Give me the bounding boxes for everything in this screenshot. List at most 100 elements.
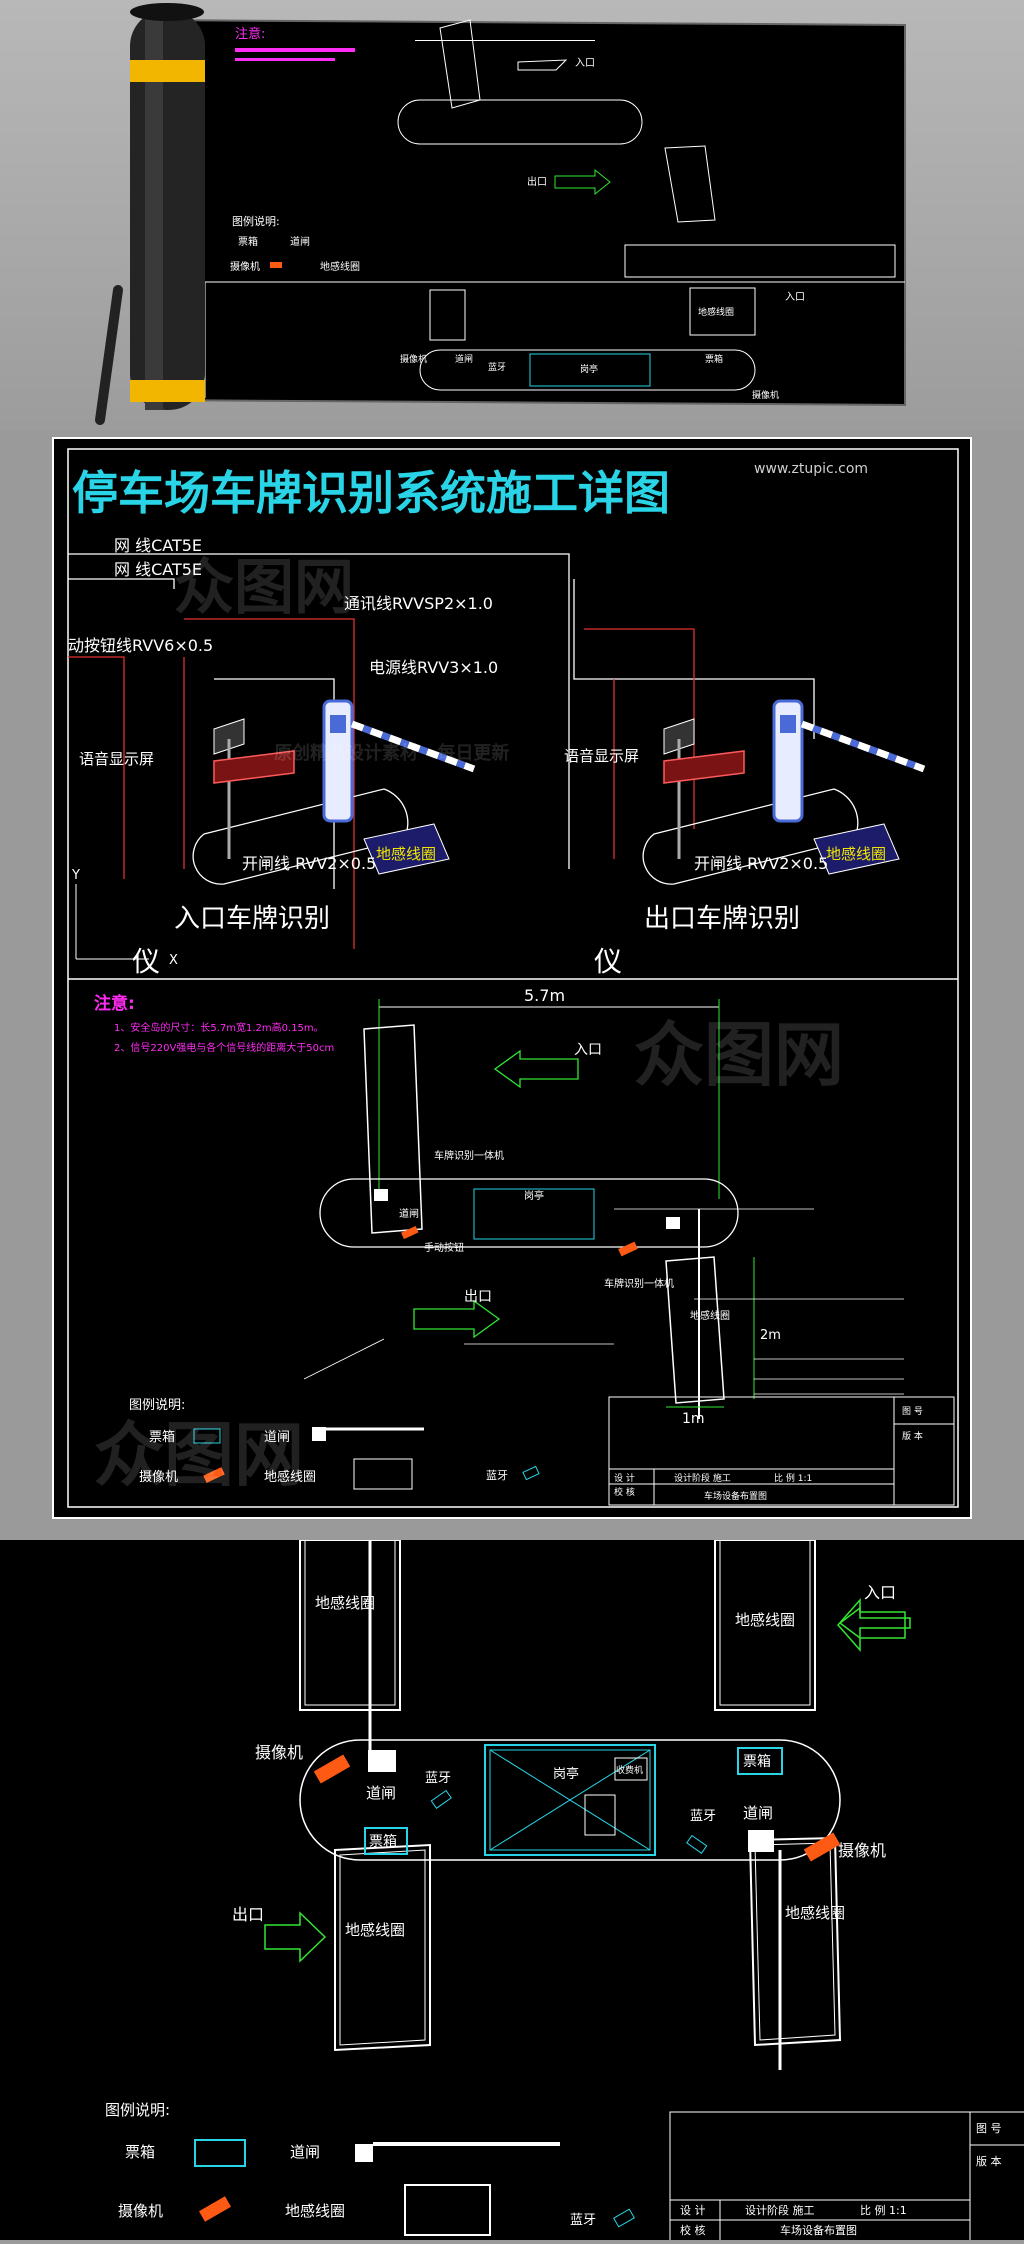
preview-title-block <box>624 244 896 278</box>
gate-right-label: 道闸 <box>743 1804 773 1822</box>
plan-gate-symbol <box>374 1189 388 1201</box>
entry-display-screen <box>213 750 295 784</box>
plan-booth <box>473 1188 595 1240</box>
bottom-plan-svg: 地感线圈 地感线圈 地感线圈 地感线圈 岗亭 收费机 道闸 道闸 票箱 票箱 <box>105 1539 1024 2240</box>
cable-net-1: 网 线CAT5E <box>114 536 202 555</box>
axis-x-label: X <box>169 953 178 968</box>
booth-cross-2 <box>489 1749 651 1851</box>
desk-label: 收费机 <box>616 1764 643 1776</box>
entry-island <box>192 788 409 885</box>
btb-scale: 比 例 1:1 <box>860 2203 907 2217</box>
loop-top-right-inner <box>719 1539 811 1706</box>
legend-bt-symbol <box>613 2208 635 2228</box>
entry-arrow <box>838 1606 911 1640</box>
entry-unit <box>192 699 476 885</box>
entry-system-label: 入口车牌识别 <box>174 904 330 934</box>
preview-roll-cap <box>130 3 204 21</box>
preview-exit-arrow <box>554 168 611 196</box>
preview-bt: 蓝牙 <box>488 361 506 373</box>
plan-loop-lower <box>665 1256 725 1404</box>
cable-button: 动按钮线RVV6×0.5 <box>68 636 213 655</box>
plan-dim-side: 2m <box>760 1328 781 1343</box>
loop-bottom-left <box>334 1843 431 2052</box>
exit-camera-box <box>663 718 695 755</box>
preview-island <box>397 99 643 145</box>
plan-callout-lines <box>303 1208 904 1395</box>
plan-camera-1 <box>401 1225 419 1240</box>
tb-stage: 设计阶段 施工 <box>674 1472 731 1484</box>
plan-lpr-1: 车牌识别一体机 <box>434 1149 504 1162</box>
plan-legend-loop-symbol <box>353 1458 413 1490</box>
plan-title-block <box>608 1396 955 1506</box>
plan-note-1: 1、安全岛的尺寸：长5.7m宽1.2m高0.15m。 <box>114 1021 324 1034</box>
main-inner-frame <box>67 448 959 1508</box>
preview-sheet <box>149 18 906 407</box>
preview-booth <box>529 353 651 387</box>
plan-legend-bt: 蓝牙 <box>486 1469 508 1482</box>
bottom-island <box>299 1739 841 1861</box>
exit-gate-cable: 开闸线 RVV2×0.5 <box>694 854 828 873</box>
plan-booth-label: 岗亭 <box>524 1189 544 1202</box>
bottom-plan-panel: 地感线圈 地感线圈 地感线圈 地感线圈 岗亭 收费机 道闸 道闸 票箱 票箱 <box>0 1539 1024 2240</box>
tb-no: 图 号 <box>902 1406 923 1417</box>
preview-entry-arrow <box>517 59 568 71</box>
exit-device-label: 仪 <box>594 945 622 978</box>
entry-device-label: 仪 <box>132 945 160 978</box>
plan-legend-gate: 道闸 <box>264 1430 290 1445</box>
plan-note-2: 2、信号220V强电与各个信号线的距离大于50cm <box>114 1041 334 1054</box>
ticket-left-label: 票箱 <box>369 1834 397 1850</box>
exit-arrow <box>264 1911 327 1963</box>
plan-legend-loop: 地感线圈 <box>264 1469 316 1485</box>
loop-top-left-inner <box>304 1539 396 1706</box>
preview-legend-title: 图例说明: <box>232 214 280 228</box>
booth-chair <box>584 1794 616 1836</box>
loop-bl-label: 地感线圈 <box>345 1921 405 1939</box>
legend-ticket-symbol <box>194 2139 246 2167</box>
exit-barrier-panel <box>780 715 796 733</box>
legend-gate-symbol <box>355 2144 373 2162</box>
loop-top-left <box>299 1539 401 1711</box>
preview-poster-area: 注意: 入口 出口 图例说明: 票箱 道闸 摄像机 地感线圈 地感线圈 岗亭 摄… <box>0 0 1024 430</box>
exit-loop-label: 地感线圈 <box>826 845 886 863</box>
preview-poster-svg: 注意: 入口 出口 图例说明: 票箱 道闸 摄像机 地感线圈 地感线圈 岗亭 摄… <box>95 3 906 425</box>
preview-note-line <box>235 48 355 52</box>
entry-camera-box <box>213 718 245 755</box>
exit-unit <box>642 699 926 885</box>
tb-check: 校 核 <box>614 1486 635 1498</box>
ticket-box-left <box>364 1827 408 1855</box>
main-drawing-svg: 停车场车牌识别系统施工详图 www.ztupic.com 网 线CAT5E 网 … <box>67 448 959 1508</box>
btb-name: 车场设备布置图 <box>780 2223 857 2237</box>
preview-loop-tl <box>429 289 466 341</box>
exit-island <box>642 788 859 885</box>
plan-gate-symbol-2 <box>666 1217 680 1229</box>
plan-loop-label: 地感线圈 <box>690 1309 730 1322</box>
bt-right-label: 蓝牙 <box>690 1809 716 1824</box>
plan-note-title: 注意: <box>94 993 135 1014</box>
tb-scale: 比 例 1:1 <box>774 1472 812 1484</box>
cable-net-2: 网 线CAT5E <box>114 560 202 579</box>
loop-bottom-left-inner <box>339 1849 426 2046</box>
entry-display-label: 语音显示屏 <box>79 750 154 768</box>
legend-title: 图例说明: <box>105 2101 170 2119</box>
btb-ver: 版 本 <box>976 2154 1002 2168</box>
plan-dim-top: 5.7m <box>524 986 565 1005</box>
booth-inner <box>489 1749 651 1851</box>
plan-legend-camera: 摄像机 <box>139 1470 178 1485</box>
btb-check: 校 核 <box>680 2223 706 2237</box>
entry-gate-cable: 开闸线 RVV2×0.5 <box>242 854 376 873</box>
net-line-2 <box>68 578 175 589</box>
plan-exit: 出口 <box>464 1289 492 1305</box>
tb-name: 车场设备布置图 <box>704 1490 767 1502</box>
legend-loop: 地感线圈 <box>285 2202 345 2220</box>
loop-bottom-right-inner <box>754 1842 836 2041</box>
plan-legend-gate-symbol <box>312 1427 326 1441</box>
loop-tl-label: 地感线圈 <box>315 1594 375 1612</box>
entry-label: 入口 <box>864 1583 896 1602</box>
preview-legend-camera: 摄像机 <box>230 260 260 273</box>
plan-legend-ticket: 票箱 <box>149 1429 175 1445</box>
ticket-box-right <box>737 1747 783 1775</box>
callout-line-6 <box>303 1338 385 1380</box>
bottom-title-block <box>669 2111 1024 2240</box>
loop-tr-label: 地感线圈 <box>735 1611 795 1629</box>
preview-booth-label: 岗亭 <box>580 363 598 375</box>
